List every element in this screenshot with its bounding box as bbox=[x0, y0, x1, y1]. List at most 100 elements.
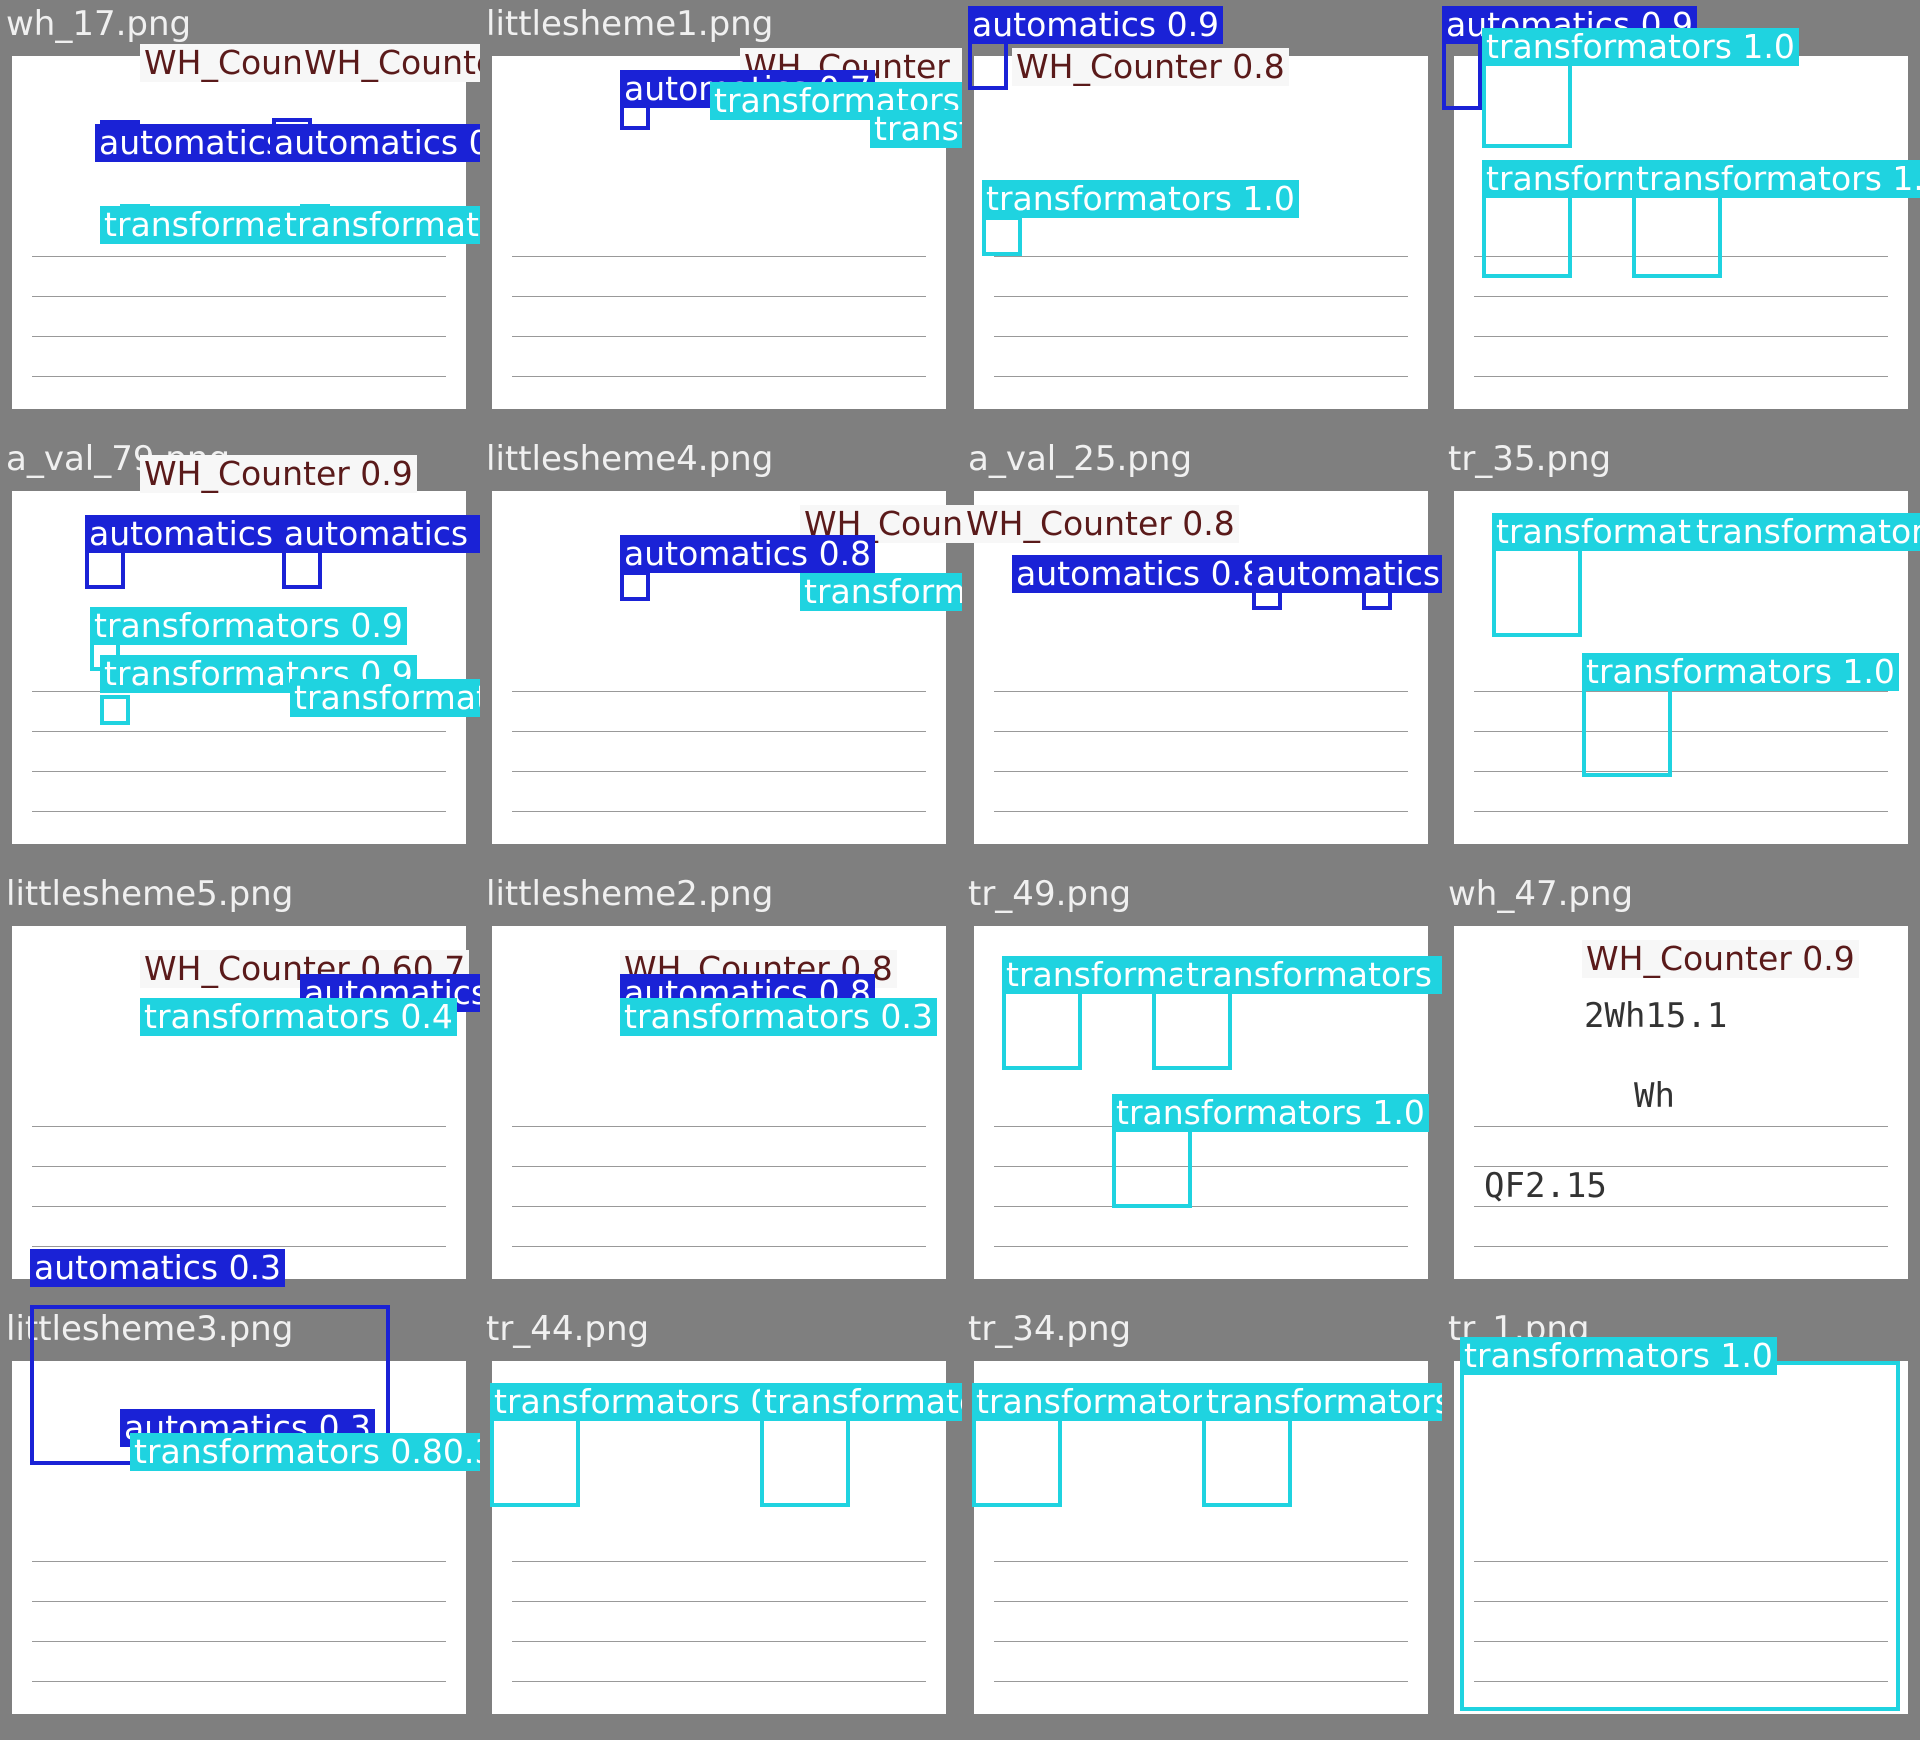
bbox-transformators bbox=[1152, 990, 1232, 1070]
schematic-line bbox=[32, 1246, 446, 1247]
schematic-line bbox=[994, 296, 1408, 297]
schematic-line bbox=[1474, 1126, 1888, 1127]
tile-filename: tr_49.png bbox=[968, 874, 1132, 914]
schematic-line bbox=[32, 1206, 446, 1207]
schematic-line bbox=[1474, 1681, 1888, 1682]
schematic-line bbox=[994, 1166, 1408, 1167]
detection-label: transformators 1.0 bbox=[982, 180, 1299, 218]
detection-label: transformators 1.0 bbox=[1632, 160, 1920, 198]
detection-label: transformators 1.0 bbox=[1692, 513, 1920, 551]
detection-label: transformators 0.3 bbox=[620, 998, 937, 1036]
schematic-line bbox=[994, 1601, 1408, 1602]
schematic-line bbox=[512, 811, 926, 812]
bbox-transformators bbox=[1202, 1417, 1292, 1507]
schematic-line bbox=[32, 336, 446, 337]
detection-label: WH_Counter 0.8 bbox=[962, 505, 1239, 543]
detection-label: automatics 0.3 bbox=[30, 1249, 286, 1287]
tile-image bbox=[1454, 56, 1908, 409]
detection-label: transformators 1.0 bbox=[1482, 28, 1799, 66]
bbox-automatics bbox=[968, 40, 1008, 90]
schematic-line bbox=[994, 691, 1408, 692]
schematic-line bbox=[1474, 1561, 1888, 1562]
schematic-line bbox=[1474, 376, 1888, 377]
bbox-transformators bbox=[100, 695, 130, 725]
detection-label: transformators 0.9 bbox=[90, 607, 407, 645]
schematic-line bbox=[512, 1166, 926, 1167]
bbox-transformators bbox=[1002, 990, 1082, 1070]
bbox-transformators bbox=[1492, 547, 1582, 637]
schematic-line bbox=[512, 731, 926, 732]
schematic-line bbox=[994, 1561, 1408, 1562]
schematic-line bbox=[512, 336, 926, 337]
schematic-line bbox=[32, 256, 446, 257]
tile-filename: wh_47.png bbox=[1448, 874, 1634, 914]
schematic-line bbox=[32, 1601, 446, 1602]
detection-label: WH_Counter 0.9 bbox=[1582, 940, 1859, 978]
bbox-transformators bbox=[1582, 687, 1672, 777]
schematic-line bbox=[32, 1641, 446, 1642]
bbox-automatics bbox=[620, 571, 650, 601]
schematic-line bbox=[512, 1641, 926, 1642]
schematic-line bbox=[994, 811, 1408, 812]
tile-filename: a_val_25.png bbox=[968, 439, 1193, 479]
detection-label: automatics 0.8 bbox=[620, 535, 876, 573]
schematic-line bbox=[994, 731, 1408, 732]
schematic-line bbox=[1474, 296, 1888, 297]
schematic-line bbox=[512, 691, 926, 692]
schematic-line bbox=[1474, 1641, 1888, 1642]
schematic-text: Wh bbox=[1634, 1076, 1675, 1116]
schematic-line bbox=[994, 1641, 1408, 1642]
schematic-line bbox=[512, 771, 926, 772]
schematic-line bbox=[994, 1206, 1408, 1207]
detection-label: automatics 0.9 bbox=[968, 6, 1224, 44]
schematic-line bbox=[32, 771, 446, 772]
tile-filename: tr_44.png bbox=[486, 1309, 650, 1349]
schematic-line bbox=[32, 1126, 446, 1127]
tile-image bbox=[1454, 1361, 1908, 1714]
schematic-line bbox=[512, 296, 926, 297]
schematic-line bbox=[512, 1246, 926, 1247]
tile-filename: littlesheme2.png bbox=[486, 874, 774, 914]
schematic-line bbox=[1474, 1246, 1888, 1247]
schematic-line bbox=[512, 256, 926, 257]
schematic-line bbox=[1474, 691, 1888, 692]
schematic-line bbox=[1474, 336, 1888, 337]
schematic-line bbox=[32, 811, 446, 812]
schematic-line bbox=[994, 376, 1408, 377]
schematic-line bbox=[32, 731, 446, 732]
schematic-line bbox=[1474, 1601, 1888, 1602]
schematic-line bbox=[1474, 811, 1888, 812]
detection-label: transformators 0.4 bbox=[140, 998, 457, 1036]
bbox-automatics bbox=[85, 549, 125, 589]
schematic-line bbox=[512, 1681, 926, 1682]
schematic-line bbox=[994, 771, 1408, 772]
schematic-line bbox=[1474, 731, 1888, 732]
detection-label: transformators 1.0 bbox=[1460, 1337, 1777, 1375]
bbox-transformators bbox=[1460, 1361, 1900, 1711]
detection-label: transformators 1.0 bbox=[972, 1383, 1289, 1421]
schematic-line bbox=[32, 1166, 446, 1167]
tile-image bbox=[974, 56, 1428, 409]
schematic-line bbox=[512, 376, 926, 377]
schematic-line bbox=[1474, 256, 1888, 257]
schematic-text: QF2.15 bbox=[1484, 1166, 1607, 1206]
bbox-transformators bbox=[1632, 188, 1722, 278]
schematic-line bbox=[512, 1601, 926, 1602]
bbox-transformators bbox=[1112, 1128, 1192, 1208]
detection-label: WH_Counter 0.8 bbox=[1012, 48, 1289, 86]
detection-label: automatics 0.8 bbox=[1012, 555, 1268, 593]
schematic-line bbox=[512, 1561, 926, 1562]
detection-label: transformators 1.0 bbox=[1582, 653, 1899, 691]
tile-filename: littlesheme3.png bbox=[6, 1309, 294, 1349]
tile-image bbox=[974, 491, 1428, 844]
